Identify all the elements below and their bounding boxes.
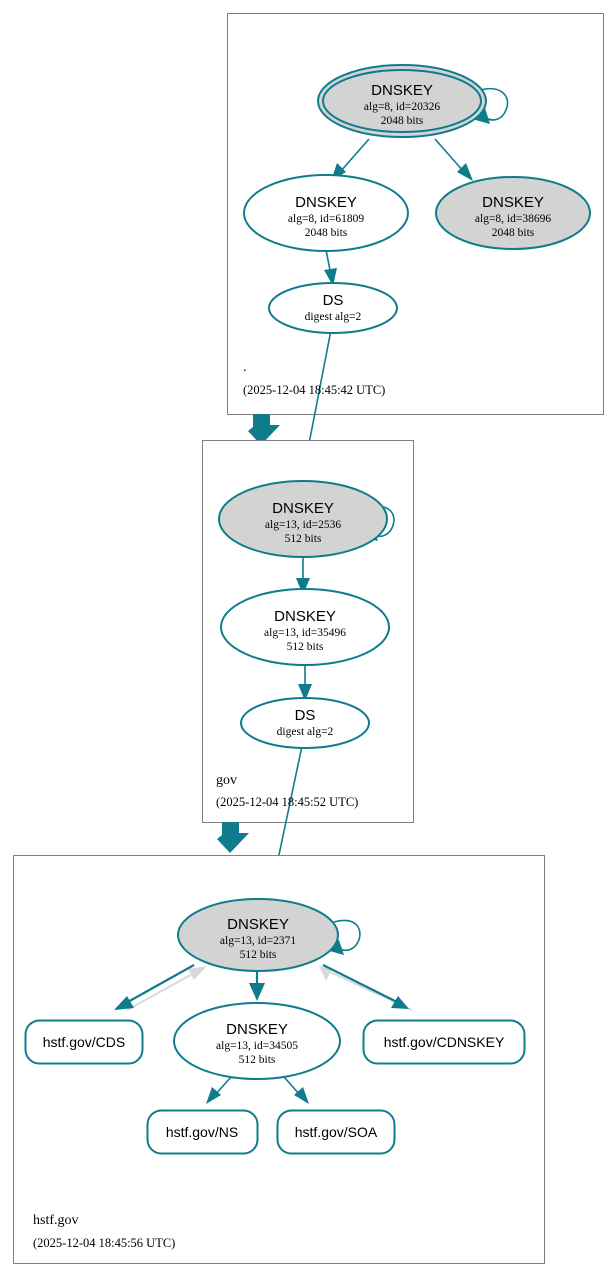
node-shape — [146, 1109, 259, 1155]
node-shape — [218, 480, 388, 558]
node-hstf-zsk-dnskey-34505[interactable]: DNSKEY alg=13, id=34505 512 bits — [173, 1002, 341, 1080]
zone-label-root: . — [243, 360, 247, 375]
node-title: hstf.gov/CDS — [43, 1034, 125, 1050]
node-line2: alg=8, id=38696 — [475, 213, 551, 225]
edge-hstf-zsk-to-soa — [283, 1076, 309, 1104]
node-gov-ds[interactable]: DS digest alg=2 — [240, 697, 370, 749]
node-line2: digest alg=2 — [305, 311, 362, 323]
edge-root-ksk-to-key38696 — [434, 138, 473, 181]
node-line3: 512 bits — [285, 533, 322, 545]
node-line3: 2048 bits — [492, 227, 535, 239]
node-line2: alg=13, id=35496 — [264, 627, 346, 639]
node-hstf-cdnskey[interactable]: hstf.gov/CDNSKEY — [362, 1019, 526, 1065]
node-title: DS — [295, 707, 316, 724]
zone-delegation-arrow-root-to-gov — [248, 414, 280, 445]
node-root-ds[interactable]: DS digest alg=2 — [268, 282, 398, 334]
node-line2: digest alg=2 — [277, 726, 334, 738]
edge-hstf-ksk-to-cdnskey — [322, 964, 409, 1009]
node-line2: alg=8, id=20326 — [364, 101, 440, 113]
edge-root-ksk-self-loop — [472, 87, 509, 124]
node-line2: alg=13, id=34505 — [216, 1040, 298, 1052]
node-root-ksk-dnskey-20326[interactable]: DNSKEY alg=8, id=20326 2048 bits — [317, 64, 487, 138]
node-shape — [173, 1002, 341, 1080]
node-title: DNSKEY — [371, 82, 433, 99]
node-shape — [435, 176, 591, 250]
node-line3: 2048 bits — [305, 227, 348, 239]
edge-hstf-zsk-to-ns — [206, 1076, 232, 1104]
node-shape — [362, 1019, 526, 1065]
node-shape — [220, 588, 390, 666]
zone-group-root: DNSKEY alg=8, id=20326 2048 bits DNSKEY … — [227, 13, 604, 492]
zone-label-hstf-gov: hstf.gov — [33, 1213, 79, 1228]
node-title: DNSKEY — [482, 194, 544, 211]
node-title: DNSKEY — [272, 500, 334, 517]
node-hstf-cds[interactable]: hstf.gov/CDS — [24, 1019, 144, 1065]
node-root-zsk-dnskey-61809[interactable]: DNSKEY alg=8, id=61809 2048 bits — [243, 174, 409, 252]
node-line2: alg=13, id=2536 — [265, 519, 341, 531]
edge-gov-zsk-to-ds — [298, 664, 312, 701]
node-line3: 2048 bits — [381, 115, 424, 127]
zone-timestamp-gov: (2025-12-04 18:45:52 UTC) — [216, 795, 358, 809]
node-shape — [243, 174, 409, 252]
node-line3: 512 bits — [287, 641, 324, 653]
edge-hstf-ksk-to-cds — [114, 964, 195, 1010]
node-shape — [268, 282, 398, 334]
node-title: hstf.gov/CDNSKEY — [384, 1034, 505, 1050]
node-title: DNSKEY — [295, 194, 357, 211]
node-line3: 512 bits — [240, 949, 277, 961]
node-gov-ksk-dnskey-2536[interactable]: DNSKEY alg=13, id=2536 512 bits — [218, 480, 388, 558]
edge-gov-ksk-to-zsk — [296, 557, 310, 595]
node-title: DNSKEY — [226, 1021, 288, 1038]
node-title: DS — [323, 292, 344, 309]
zone-timestamp-hstf-gov: (2025-12-04 18:45:56 UTC) — [33, 1236, 175, 1250]
zone-label-gov: gov — [216, 773, 237, 788]
node-line2: alg=13, id=2371 — [220, 935, 296, 947]
node-shape — [276, 1109, 396, 1155]
zone-group-gov: DNSKEY alg=13, id=2536 512 bits DNSKEY a… — [202, 440, 414, 900]
node-title: DNSKEY — [227, 916, 289, 933]
node-root-dnskey-38696[interactable]: DNSKEY alg=8, id=38696 2048 bits — [435, 176, 591, 250]
node-hstf-soa[interactable]: hstf.gov/SOA — [276, 1109, 396, 1155]
node-title: DNSKEY — [274, 608, 336, 625]
node-hstf-ns[interactable]: hstf.gov/NS — [146, 1109, 259, 1155]
zone-timestamp-root: (2025-12-04 18:45:42 UTC) — [243, 383, 385, 397]
node-shape — [177, 898, 339, 972]
node-line3: 512 bits — [239, 1054, 276, 1066]
node-hstf-ksk-dnskey-2371[interactable]: DNSKEY alg=13, id=2371 512 bits — [177, 898, 339, 972]
node-shape-inner — [322, 69, 482, 133]
node-shape — [24, 1019, 144, 1065]
node-line2: alg=8, id=61809 — [288, 213, 364, 225]
node-title: hstf.gov/NS — [166, 1124, 238, 1140]
edge-root-zsk-to-ds — [324, 249, 337, 286]
node-title: hstf.gov/SOA — [295, 1124, 378, 1140]
node-shape — [240, 697, 370, 749]
zone-group-hstf-gov: DNSKEY alg=13, id=2371 512 bits DNSKEY a… — [13, 855, 545, 1264]
node-gov-zsk-dnskey-35496[interactable]: DNSKEY alg=13, id=35496 512 bits — [220, 588, 390, 666]
zone-delegation-arrow-gov-to-hstf — [217, 822, 249, 853]
edge-hstf-cds-to-ksk-grey — [126, 966, 207, 1011]
